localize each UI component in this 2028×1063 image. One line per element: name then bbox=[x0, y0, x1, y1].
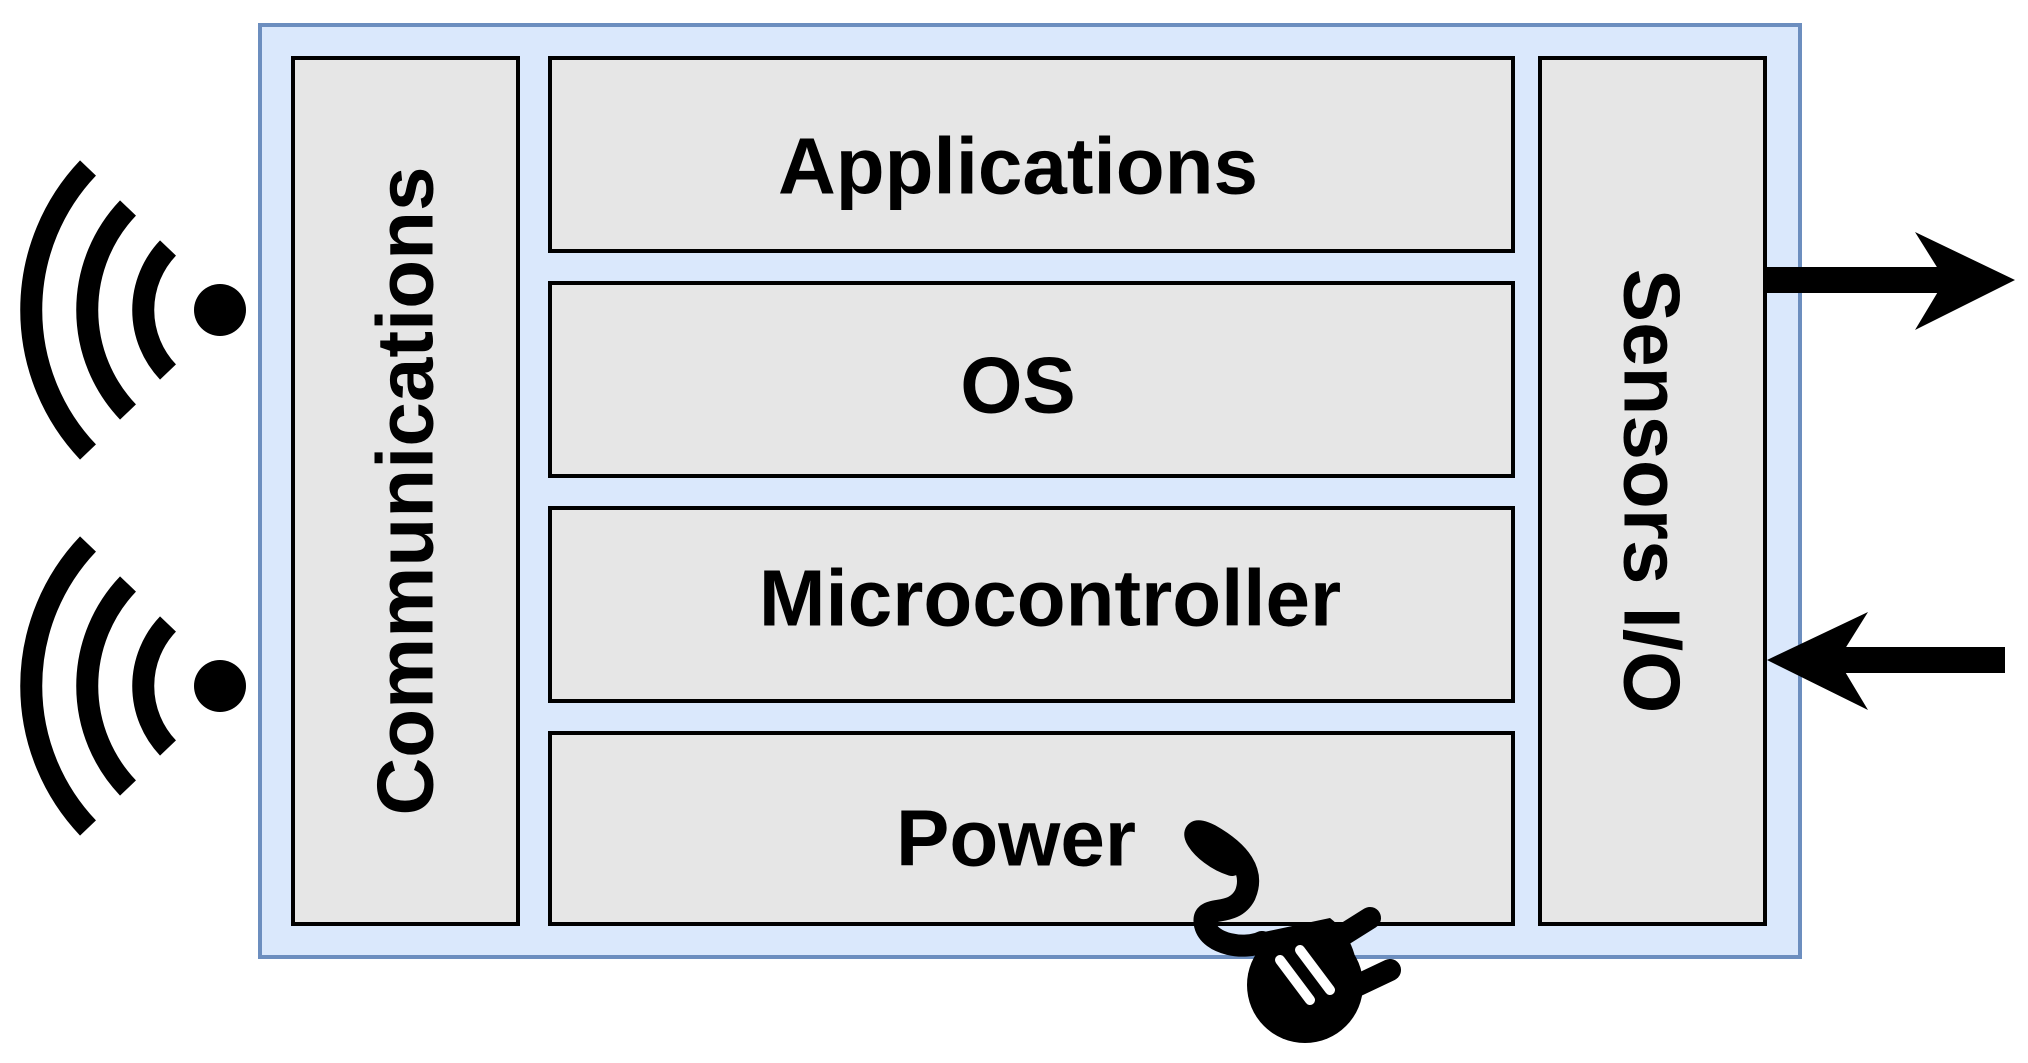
power-block bbox=[548, 731, 1515, 926]
arrow-right-icon bbox=[1765, 232, 2015, 330]
sensors-io-block bbox=[1538, 56, 1767, 926]
os-label: OS bbox=[960, 341, 1076, 430]
os-block bbox=[548, 281, 1515, 478]
wireless-signal-icon bbox=[20, 160, 246, 460]
power-label: Power bbox=[896, 794, 1136, 883]
arrow-left-icon bbox=[1767, 612, 2005, 710]
applications-label: Applications bbox=[778, 122, 1258, 211]
sensors-io-label: Sensors I/O bbox=[1608, 269, 1697, 714]
microcontroller-label: Microcontroller bbox=[759, 554, 1341, 643]
applications-block bbox=[548, 56, 1515, 253]
wireless-signal-icon bbox=[20, 536, 246, 836]
microcontroller-block bbox=[548, 506, 1515, 703]
communications-block bbox=[291, 56, 520, 926]
communications-label: Communications bbox=[361, 167, 450, 816]
power-plug-icon bbox=[1184, 820, 1401, 1043]
